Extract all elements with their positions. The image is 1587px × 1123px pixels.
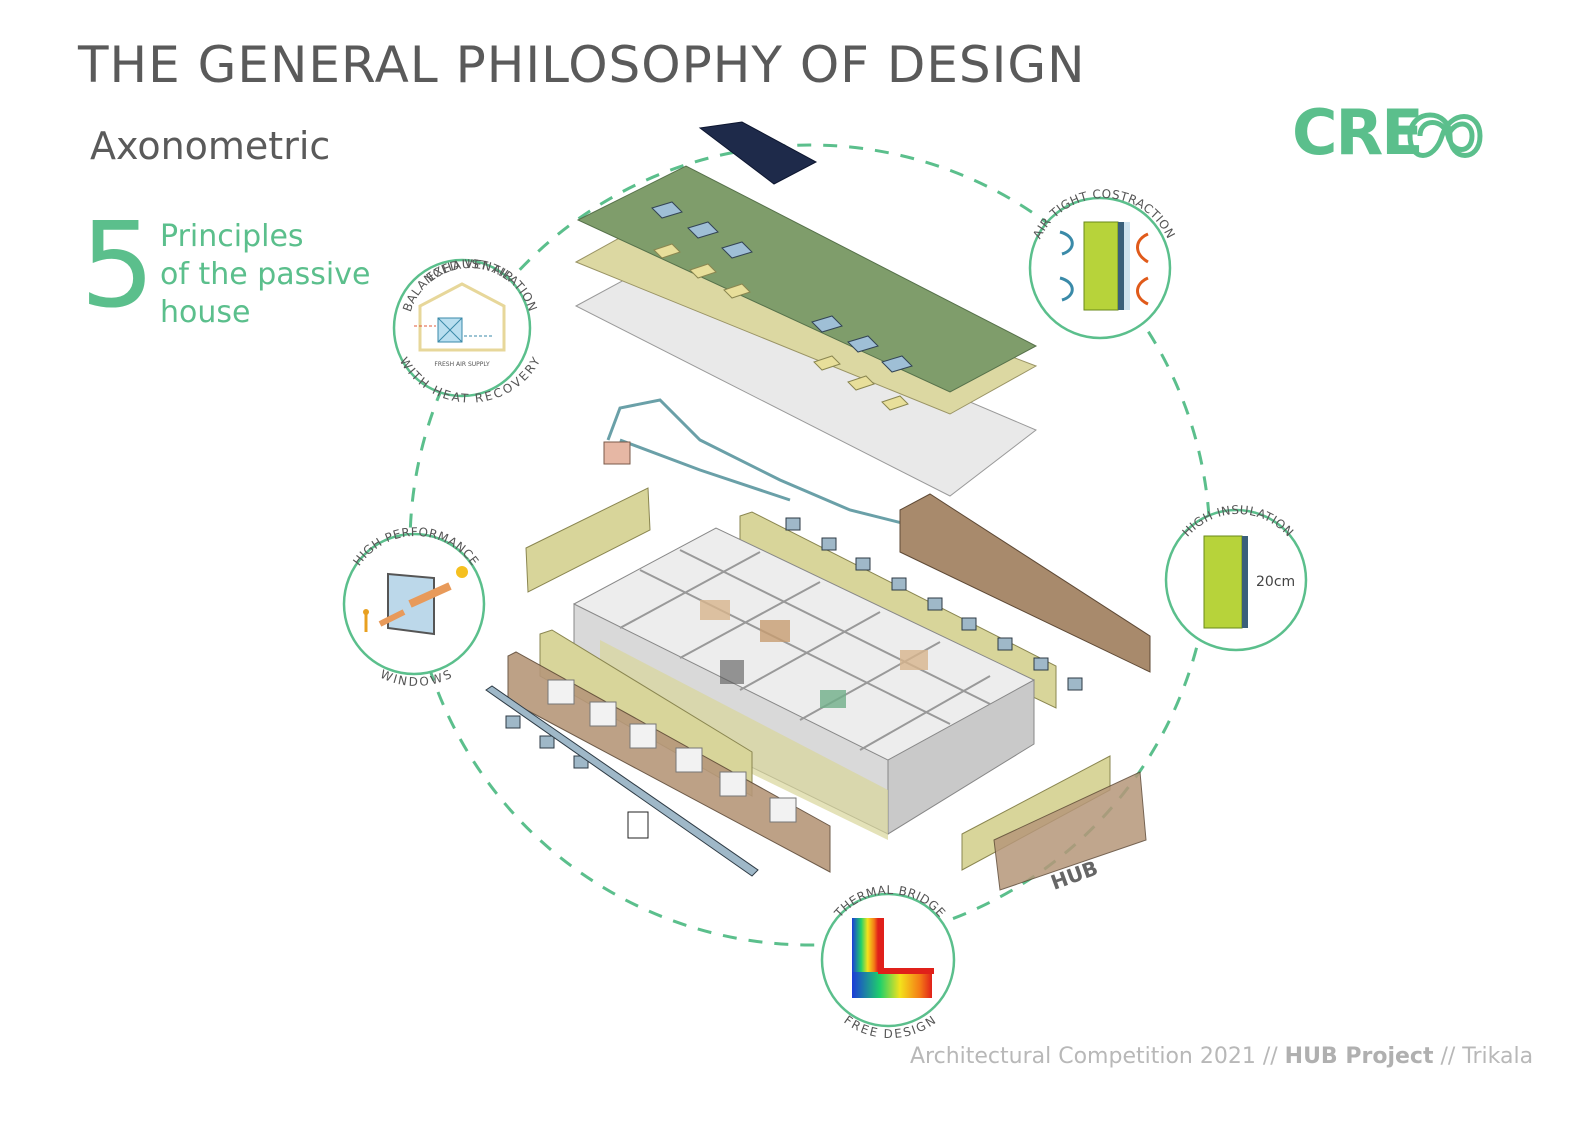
footer-part-2: // Trikala bbox=[1433, 1044, 1534, 1069]
heat-recovery-unit bbox=[603, 441, 631, 465]
footer-project: HUB Project bbox=[1284, 1044, 1434, 1069]
house-outline-icon bbox=[418, 282, 506, 352]
principles-number: 5 bbox=[80, 196, 156, 334]
solar-panel bbox=[698, 121, 818, 185]
floating-windows bbox=[505, 517, 1083, 769]
airtight-insulation-icon bbox=[1083, 221, 1119, 311]
ventilation-inner-bottom: FRESH AIR SUPPLY bbox=[434, 361, 490, 368]
badge-thermal: THERMAL BRIDGE FREE DESIGN bbox=[820, 883, 956, 1041]
wall-right-timber bbox=[899, 493, 1151, 673]
interior-furniture bbox=[700, 600, 928, 708]
page-title: THE GENERAL PHILOSOPHY OF DESIGN bbox=[78, 36, 1086, 94]
window-strip bbox=[485, 685, 759, 877]
logo-infinity-icon bbox=[1407, 112, 1483, 158]
insulation-value: 20cm bbox=[1256, 574, 1295, 590]
sun-icon bbox=[456, 566, 468, 578]
badge-airtight: AIR TIGHT COSTRACTION bbox=[1028, 187, 1177, 340]
badge-insulation: 20cm HIGH INSULATION bbox=[1164, 503, 1308, 652]
roof-windows bbox=[651, 201, 913, 373]
insulation-openings bbox=[653, 243, 909, 411]
principles-caption: Principles of the passive house bbox=[160, 218, 370, 332]
principles-line-2: of the passive bbox=[160, 257, 371, 292]
airflow-in-icon bbox=[1059, 230, 1074, 256]
person-icon bbox=[363, 609, 369, 615]
page-subtitle: Axonometric bbox=[90, 124, 331, 168]
wall-left-openings bbox=[547, 679, 797, 823]
sun-ray-icon bbox=[408, 582, 452, 608]
gable-wall-timber bbox=[993, 771, 1147, 891]
wall-left-timber bbox=[507, 651, 831, 873]
creo-logo: CRE bbox=[1292, 96, 1492, 170]
badge-ventilation: EXHAUST AIR FRESH AIR SUPPLY BALANCED VE… bbox=[392, 257, 543, 406]
airflow-out-icon bbox=[1136, 232, 1149, 264]
footer-credit: Architectural Competition 2021 // HUB Pr… bbox=[910, 1044, 1533, 1069]
principles-line-3: house bbox=[160, 295, 251, 330]
gable-panel-left bbox=[525, 487, 651, 593]
green-roof bbox=[576, 165, 1038, 393]
badge-windows: HIGH PERFORMANCE WINDOWS bbox=[342, 525, 486, 689]
footer-part-1: Architectural Competition 2021 // bbox=[910, 1044, 1285, 1069]
principles-line-1: Principles bbox=[160, 219, 304, 254]
front-door bbox=[627, 811, 649, 839]
building-base bbox=[600, 640, 888, 840]
logo-text: CRE bbox=[1292, 96, 1424, 169]
insulation-panel-icon bbox=[1203, 535, 1243, 629]
